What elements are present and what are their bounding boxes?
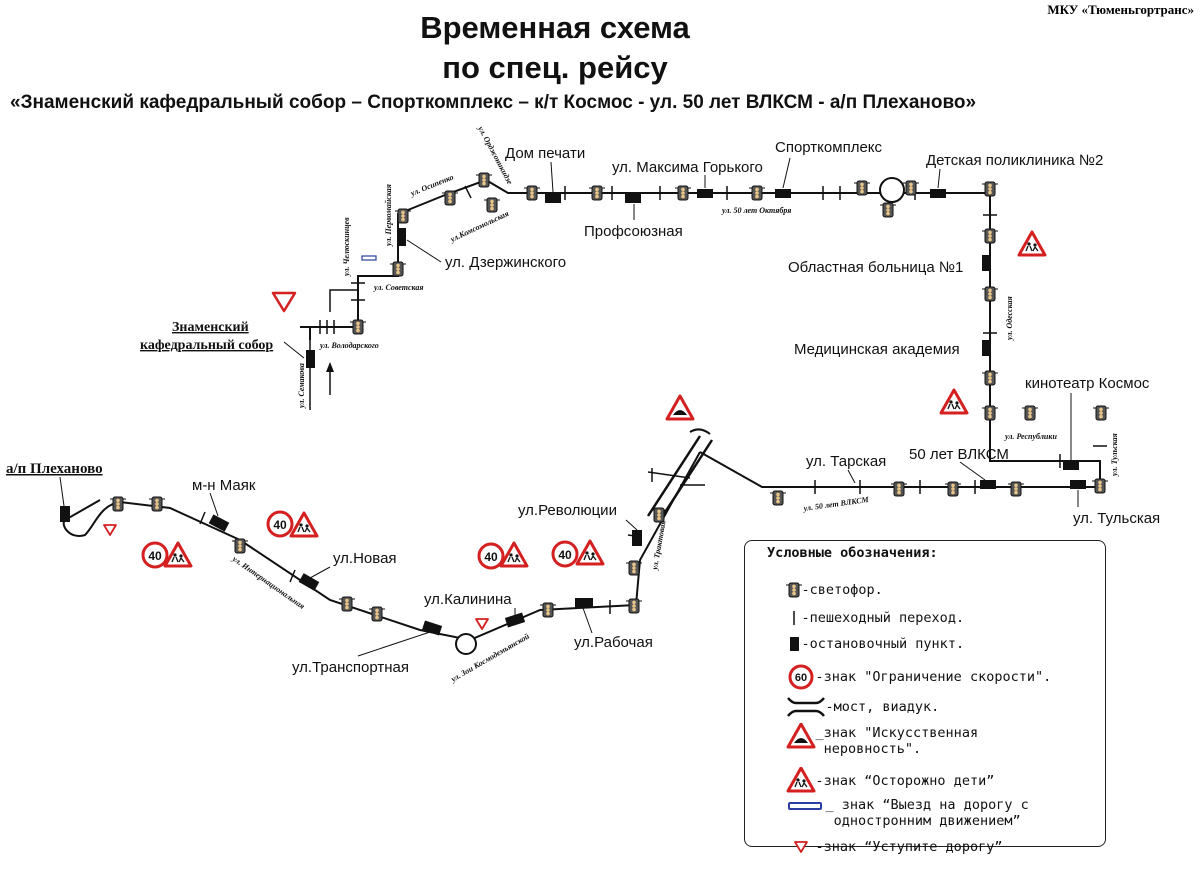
legend-item-bus-stop: -остановочный пункт. xyxy=(753,619,964,669)
street-vlksm: ул. 50 лет ВЛКСМ xyxy=(802,495,870,513)
roundabout-sportkompleks xyxy=(879,177,905,203)
speed-limit-icon: 60 xyxy=(788,664,814,690)
stop-label-kosmos: кинотеатр Космос xyxy=(1025,375,1150,392)
legend-item-children: -знак “Осторожно дети” xyxy=(753,751,994,811)
bump-icon xyxy=(786,722,816,749)
stop-label-transportnaya: ул.Транспортная xyxy=(292,659,409,676)
road-signs xyxy=(103,230,1047,630)
stop-label-plekhanovo: а/п Плеханово xyxy=(6,461,103,477)
legend-item-one-way: _ знак “Выезд на дорогу с одностронним д… xyxy=(753,781,1029,845)
stop-label-rabochaya: ул.Рабочая xyxy=(574,634,653,651)
legend-item-bridge: -мост, виадук. xyxy=(753,679,939,735)
yield-icon xyxy=(793,841,808,853)
street-respubliki: ул. Республики xyxy=(1004,432,1057,441)
street-odesskaya: ул. Одесская xyxy=(1005,296,1014,341)
street-komsomolskaya: ул.Комсомольская xyxy=(448,209,510,244)
route-description: «Знаменский кафедральный собор – Спортко… xyxy=(10,92,977,113)
street-pervomayskaya: ул. Первомайская xyxy=(384,184,393,247)
bus-stop-icon xyxy=(789,637,799,651)
legend-item-crossing: -пешеходный переход. xyxy=(753,593,964,643)
speed-sign-2: 40 xyxy=(273,518,287,532)
street-volodarskogo: ул. Володарского xyxy=(319,341,379,350)
stop-label-tulskaya: ул. Тульская xyxy=(1073,510,1160,527)
street-traktovaya: ул. Трактовая xyxy=(650,520,668,572)
street-chelyuskintsev: ул. Челюскинцев xyxy=(342,217,351,277)
stop-label-kalinina: ул.Калинина xyxy=(424,591,512,608)
stop-label-tarskaya: ул. Тарская xyxy=(806,453,886,470)
stop-label-obl-bolnitsa: Областная больница №1 xyxy=(788,259,963,276)
legend: Условные обозначения: -светофор. -пешехо… xyxy=(744,540,1106,855)
stop-label-med-akademia: Медицинская академия xyxy=(794,341,960,358)
legend-title: Условные обозначения: xyxy=(767,545,938,561)
title-line-1: Временная схема xyxy=(420,10,690,45)
svg-text:60: 60 xyxy=(794,672,806,684)
stop-label-vlksm: 50 лет ВЛКСМ xyxy=(909,446,1009,463)
stop-label-sportkompleks: Спорткомплекс xyxy=(775,139,883,156)
leader-lines xyxy=(59,157,1079,657)
title-line-2: по спец. рейсу xyxy=(442,50,668,85)
stop-label-znamensky-1: Знаменский xyxy=(172,320,249,335)
speed-sign-3: 40 xyxy=(484,550,498,564)
stop-label-mayak: м-н Маяк xyxy=(192,477,256,494)
legend-item-bump: _знак "Искусственная неровность". xyxy=(753,707,978,773)
legend-item-traffic-light: -светофор. xyxy=(753,565,883,615)
stop-label-znamensky-2: кафедральный собор xyxy=(140,338,273,353)
legend-item-speed-limit: 60 -знак "Ограничение скорости". xyxy=(753,647,1051,707)
stop-label-dom-pechati: Дом печати xyxy=(505,145,585,162)
bus-stops xyxy=(60,189,1086,636)
organization: МКУ «Тюменьгортранс» xyxy=(1047,2,1194,17)
route-map: 40 40 40 40 Знаменский кафедральный собо… xyxy=(6,124,1160,684)
bridge-icon xyxy=(786,697,825,717)
one-way-icon xyxy=(787,802,822,810)
street-oktyabrya: ул. 50 лет Октября xyxy=(721,206,791,215)
street-sovetskaya: ул. Советская xyxy=(373,283,424,292)
stop-label-revolyutsii: ул.Революции xyxy=(518,502,617,519)
stop-label-dzerzhinskogo: ул. Дзержинского xyxy=(445,254,566,271)
street-internatsionalnaya: ул. Интернациональная xyxy=(230,554,306,611)
viaduct xyxy=(646,428,714,521)
stop-label-det-poliklinika: Детская поликлиника №2 xyxy=(926,152,1103,169)
stop-label-profsoyuznaya: Профсоюзная xyxy=(584,223,683,240)
street-semakova: ул. Семакова xyxy=(297,363,306,409)
street-tulskaya: ул. Тульская xyxy=(1110,433,1119,477)
speed-sign-4: 40 xyxy=(558,548,572,562)
crossing-icon xyxy=(792,611,795,625)
legend-item-yield: -знак “Уступите дорогу” xyxy=(753,821,1002,873)
roundabout-kalinina xyxy=(455,633,477,655)
route-line-north xyxy=(300,178,1101,488)
route-line-south xyxy=(62,451,701,642)
stop-label-gorkogo: ул. Максима Горького xyxy=(612,159,763,176)
speed-sign-1: 40 xyxy=(148,549,162,563)
stop-label-novaya: ул.Новая xyxy=(333,550,397,567)
